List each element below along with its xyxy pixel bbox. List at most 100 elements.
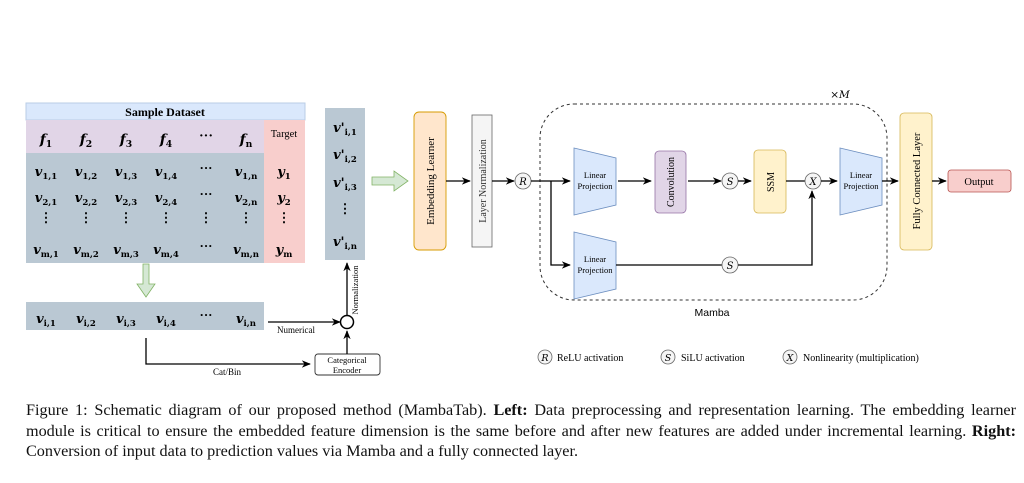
layer-normalization-label: Layer Normalization <box>478 139 489 223</box>
target-cell: ⋮ <box>278 210 291 225</box>
table-cell: ··· <box>199 186 212 201</box>
table-cell: v2,4 <box>155 191 178 208</box>
sample-row <box>26 302 264 330</box>
feature-header: fn <box>239 132 253 150</box>
target-cell: ym <box>275 243 293 260</box>
green-down-arrow <box>136 263 156 298</box>
table-cell: vm,n <box>233 243 260 260</box>
target-column <box>264 120 305 263</box>
proj2-line2: Projection <box>578 265 614 275</box>
sample-row-cell: vi,3 <box>116 312 136 329</box>
legend-silu-icon <box>660 349 676 365</box>
table-cell: v2,1 <box>35 191 58 208</box>
legend-relu-icon <box>537 349 553 365</box>
caption-left-text: Data preprocessing and representation le… <box>26 401 1017 440</box>
proj3-line1: Linear <box>850 170 872 180</box>
caption-right-text: Conversion of input data to prediction v… <box>26 442 579 460</box>
legend: R ReLU activation S SiLU activation X No… <box>537 349 919 365</box>
legend-relu-symbol: R <box>540 353 548 364</box>
silu-symbol-1: S <box>727 177 734 188</box>
table-cell: vm,1 <box>33 243 59 260</box>
mamba-container <box>539 103 888 301</box>
sample-row-cell: ··· <box>199 307 212 322</box>
output-block <box>947 169 1012 193</box>
arrow-silu2-to-mult <box>738 190 816 266</box>
linear-projection-1 <box>573 147 617 216</box>
linear-projection-2 <box>573 231 617 300</box>
target-cell: y2 <box>276 191 291 208</box>
table-cell: v2,n <box>235 191 259 208</box>
proj2-line1: Linear <box>584 254 606 264</box>
normalized-cell: v'i,1 <box>333 121 357 138</box>
normalized-cell: v'i,n <box>333 235 358 252</box>
proj1-line1: Linear <box>584 170 606 180</box>
embedding-learner-label: Embedding Learner <box>425 137 437 225</box>
table-cell: v1,1 <box>35 165 58 182</box>
legend-relu-label: ReLU activation <box>557 353 623 364</box>
table-cell: ··· <box>199 238 212 253</box>
table-cell: ⋮ <box>200 210 213 225</box>
normalized-cell: ⋮ <box>339 201 352 216</box>
dataset-title: Sample Dataset <box>125 105 205 119</box>
table-cell: v1,n <box>235 165 259 182</box>
arrow-branch-to-proj2 <box>550 181 571 269</box>
table-cell: vm,2 <box>73 243 99 260</box>
green-right-arrow <box>371 170 409 192</box>
combine-node <box>339 314 355 330</box>
legend-silu-label: SiLU activation <box>681 353 745 364</box>
categorical-encoder-line1: Categorical <box>327 355 367 365</box>
feature-header: f2 <box>79 132 92 150</box>
sample-row-cell: vi,n <box>236 312 257 329</box>
normalized-cell: v'i,2 <box>333 148 357 165</box>
table-cell: ⋮ <box>240 210 253 225</box>
feature-header: ··· <box>199 129 213 144</box>
feature-header: f3 <box>119 132 132 150</box>
normalized-cell: v'i,3 <box>333 176 357 193</box>
legend-mult-icon <box>782 349 798 365</box>
cat-bin-label: Cat/Bin <box>213 367 242 377</box>
ssm-label: SSM <box>766 172 777 192</box>
feature-header: f4 <box>159 132 173 150</box>
proj3-line2: Projection <box>844 181 880 191</box>
output-label: Output <box>964 177 993 188</box>
target-cell: y1 <box>276 165 291 182</box>
proj1-line2: Projection <box>578 181 614 191</box>
repeat-label: ×M <box>830 89 850 101</box>
table-cell: v1,2 <box>75 165 98 182</box>
legend-silu-symbol: S <box>665 353 672 364</box>
table-cell: ⋮ <box>80 210 93 225</box>
table-cell: ⋮ <box>120 210 133 225</box>
table-cell: vm,4 <box>153 243 179 260</box>
caption-left-label: Left: <box>493 401 528 419</box>
normalization-label: Normalization <box>350 265 360 315</box>
categorical-encoder-line2: Encoder <box>333 365 361 375</box>
table-cell: ⋮ <box>40 210 53 225</box>
caption-prefix: Figure 1: Schematic diagram of our propo… <box>26 401 494 419</box>
mamba-label: Mamba <box>694 307 729 319</box>
numerical-label: Numerical <box>277 325 315 335</box>
feature-header: f1 <box>39 132 52 150</box>
values-block <box>26 153 264 263</box>
target-header: Target <box>271 129 298 140</box>
table-cell: v1,3 <box>115 165 138 182</box>
legend-mult-symbol: X <box>786 353 795 364</box>
sample-dataset-table: Sample Dataset Target f1 f2 f3 f4 ··· fn v1,1… <box>25 102 306 263</box>
fully-connected-label: Fully Connected Layer <box>912 132 923 229</box>
sample-row-cell: vi,1 <box>36 312 56 329</box>
table-cell: ··· <box>199 160 212 175</box>
legend-mult-label: Nonlinearity (multiplication) <box>803 353 919 364</box>
mult-symbol: X <box>808 177 817 188</box>
convolution-label: Convolution <box>666 157 677 207</box>
caption-right-label: Right: <box>971 421 1016 440</box>
table-cell: vm,3 <box>113 243 139 260</box>
silu-symbol-2: S <box>727 261 734 272</box>
linear-projection-3 <box>839 147 883 216</box>
cat-bin-arrow <box>145 338 311 368</box>
relu-symbol: R <box>518 177 527 188</box>
convolution-block <box>654 150 687 214</box>
normalized-column <box>325 108 365 260</box>
table-cell: v2,3 <box>115 191 138 208</box>
sample-row-cell: vi,4 <box>156 312 176 329</box>
table-cell: v1,4 <box>155 165 178 182</box>
